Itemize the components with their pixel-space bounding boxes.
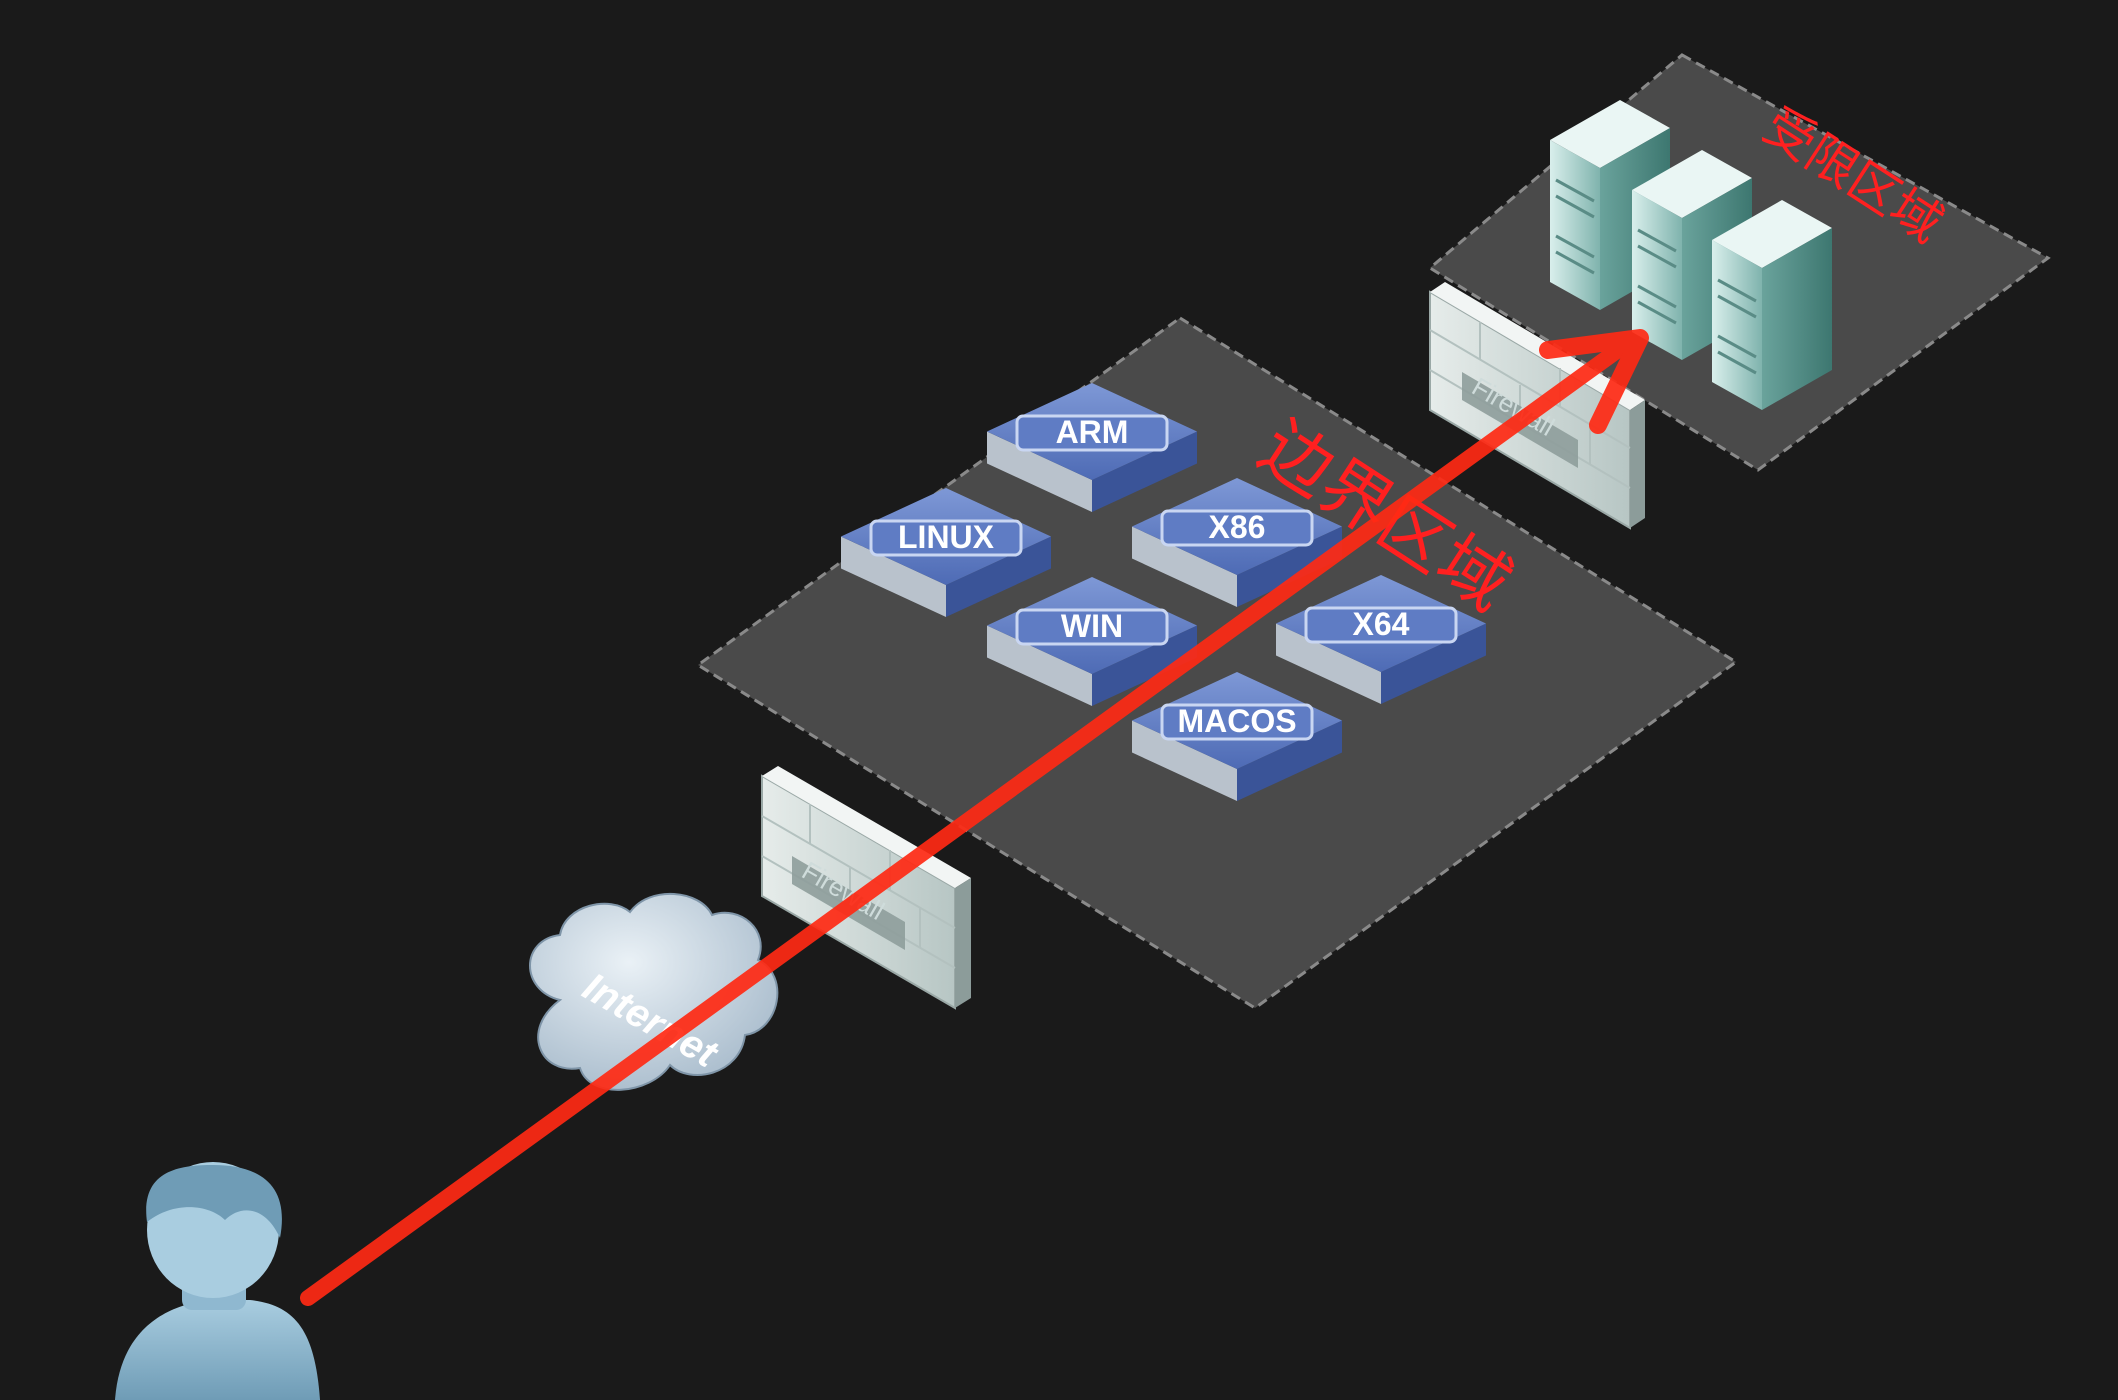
device-right-face — [1237, 720, 1342, 801]
device-arm: ARM — [987, 383, 1197, 512]
server-group — [1550, 100, 1832, 410]
server-icon — [1712, 200, 1832, 410]
device-label: X86 — [1209, 509, 1266, 545]
device-label-plate — [1160, 703, 1314, 741]
device-left-face — [987, 431, 1092, 512]
device-label: MACOS — [1177, 703, 1296, 739]
device-left-face — [1132, 526, 1237, 607]
device-label-plate — [1015, 608, 1169, 646]
device-label: WIN — [1061, 608, 1123, 644]
device-label-plate — [1015, 414, 1169, 452]
device-right-face — [1381, 623, 1486, 704]
device-left-face — [1276, 623, 1381, 704]
attack-path-arrow — [300, 329, 1649, 1306]
device-right-face — [1237, 526, 1342, 607]
user-icon — [115, 1162, 320, 1400]
device-right-face — [1092, 625, 1197, 706]
device-win: WIN — [987, 577, 1197, 706]
device-right-face — [1092, 431, 1197, 512]
device-left-face — [841, 536, 946, 617]
device-macos: MACOS — [1132, 672, 1342, 801]
device-label-plate — [1304, 606, 1458, 644]
device-label: ARM — [1056, 414, 1129, 450]
device-label-plate — [1160, 509, 1314, 547]
device-linux: LINUX — [841, 488, 1051, 617]
device-label-plate — [869, 519, 1023, 557]
device-label: X64 — [1353, 606, 1410, 642]
device-x86: X86 — [1132, 478, 1342, 607]
device-left-face — [1132, 720, 1237, 801]
device-label: LINUX — [898, 519, 995, 555]
device-right-face — [946, 536, 1051, 617]
device-left-face — [987, 625, 1092, 706]
device-x64: X64 — [1276, 575, 1486, 704]
